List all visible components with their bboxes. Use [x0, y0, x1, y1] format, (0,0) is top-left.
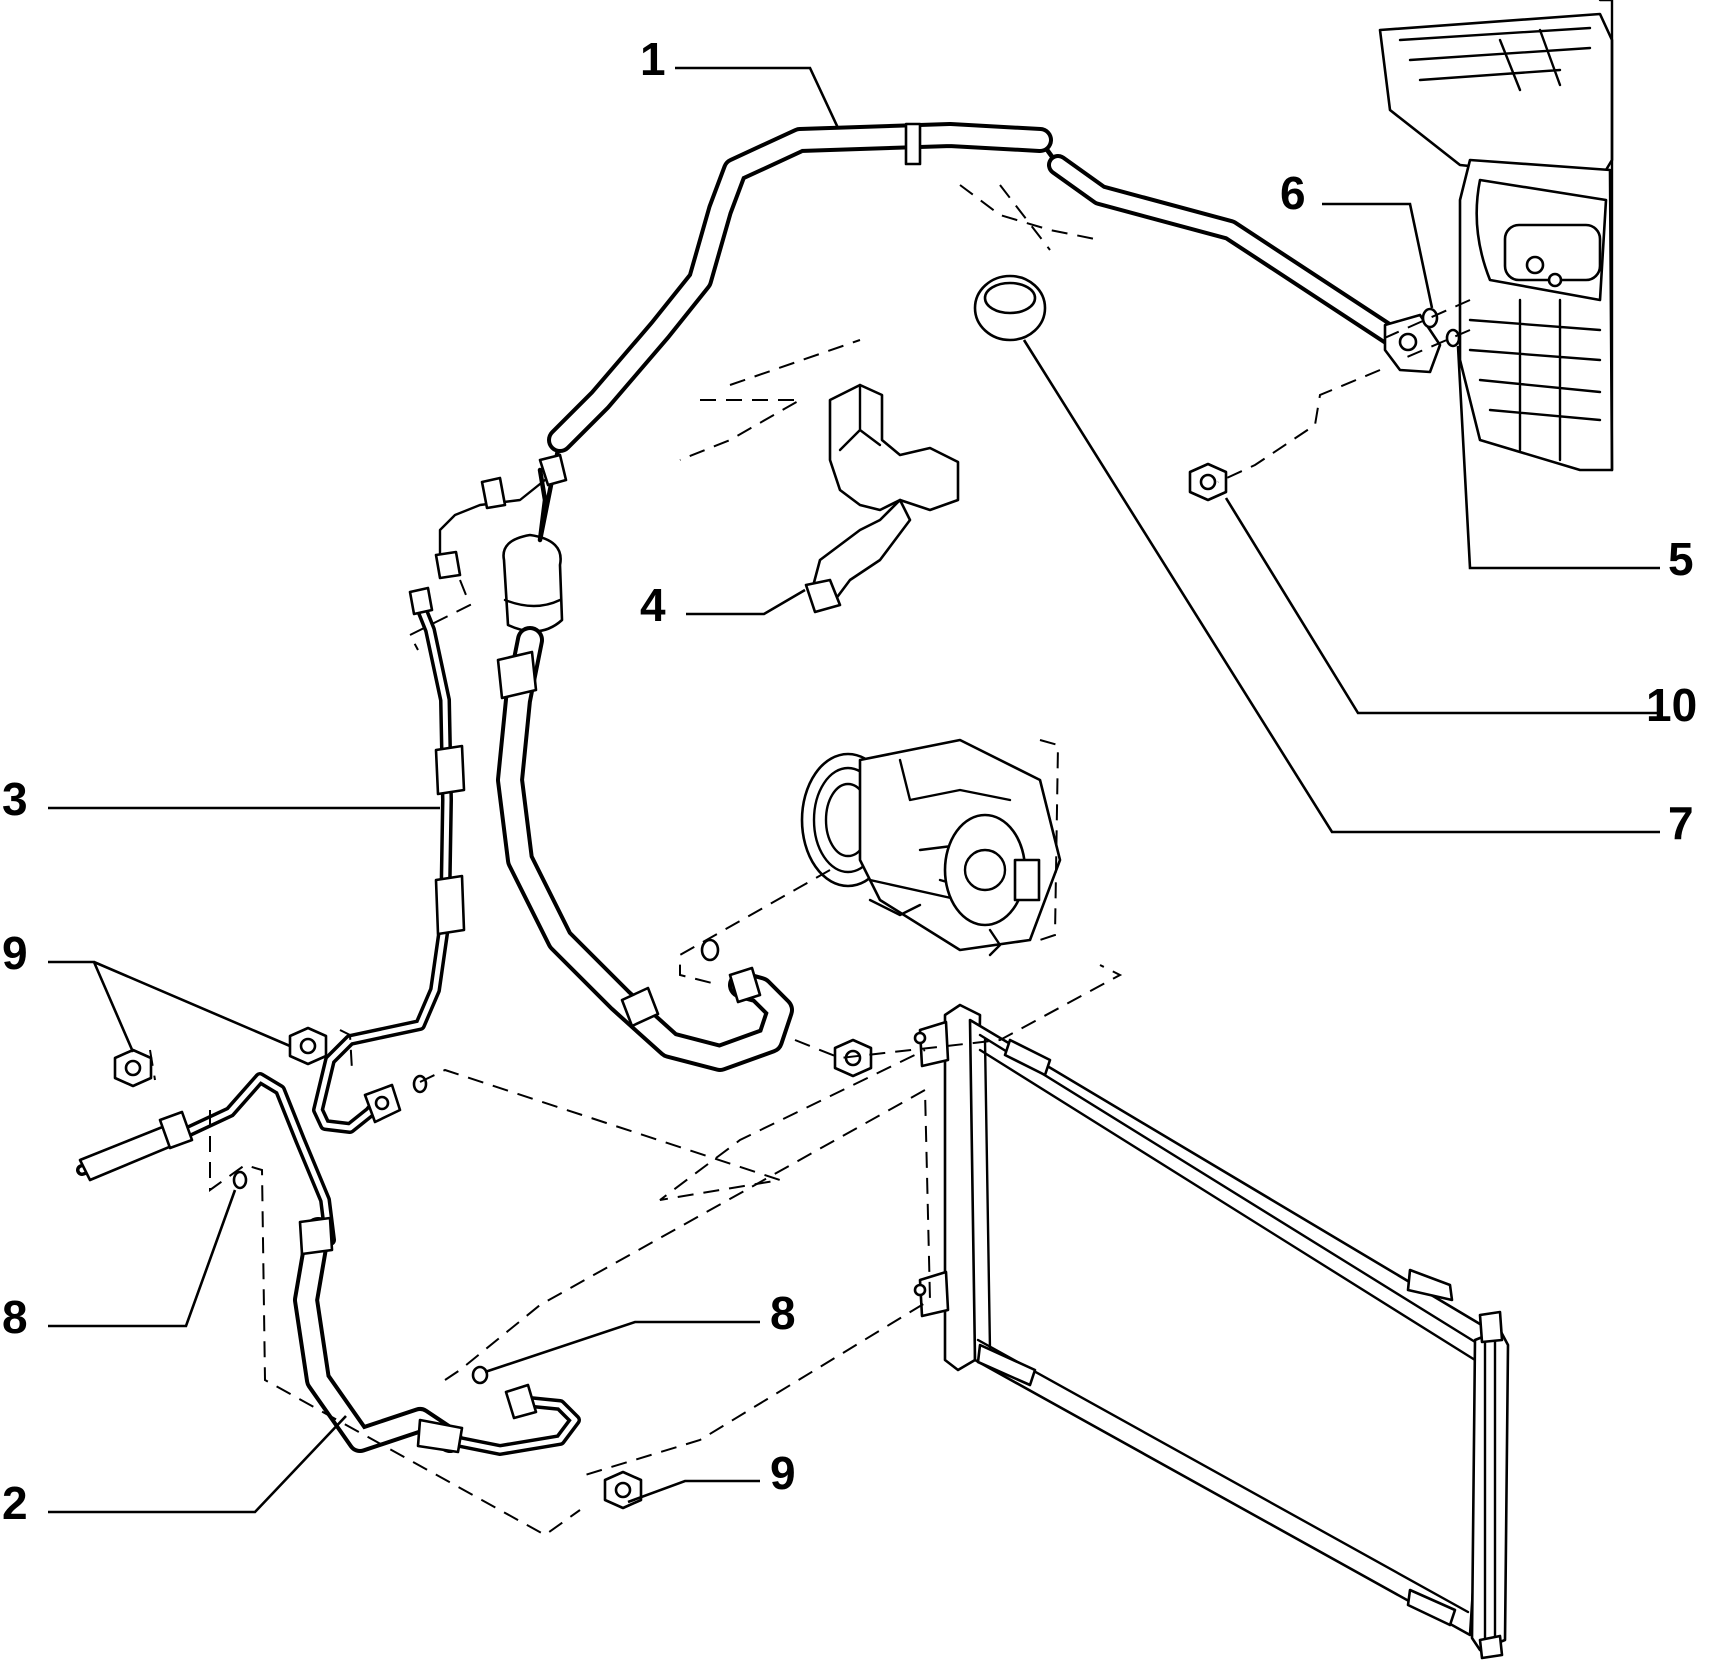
part-1-suction-hose: [434, 122, 1442, 1072]
compressor: [800, 738, 1062, 957]
callout-10: 10: [1646, 679, 1698, 731]
callout-1: 1: [640, 33, 666, 85]
nuts: [113, 462, 1228, 1510]
part-2-discharge-hose: [76, 1072, 581, 1456]
callout-8-mid: 8: [770, 1287, 796, 1339]
evaporator-unit: [1378, 0, 1614, 472]
part-7-sleeve: [973, 274, 1047, 342]
part-3-liquid-pipe: [312, 586, 466, 1134]
callout-9-bottom: 9: [770, 1447, 796, 1499]
callout-5: 5: [1668, 533, 1694, 585]
callout-6: 6: [1280, 167, 1306, 219]
callout-4: 4: [640, 579, 666, 631]
part-4-bracket: [804, 383, 960, 614]
callout-9-left: 9: [2, 927, 28, 979]
callout-8-left: 8: [2, 1291, 28, 1343]
callout-2: 2: [2, 1477, 28, 1529]
o-rings: [232, 307, 1461, 1385]
callout-3: 3: [2, 773, 28, 825]
callout-7: 7: [1668, 797, 1694, 849]
leader-lines: [48, 66, 1660, 1514]
assembly-lines: [149, 184, 1471, 1537]
condenser: [913, 1003, 1510, 1660]
